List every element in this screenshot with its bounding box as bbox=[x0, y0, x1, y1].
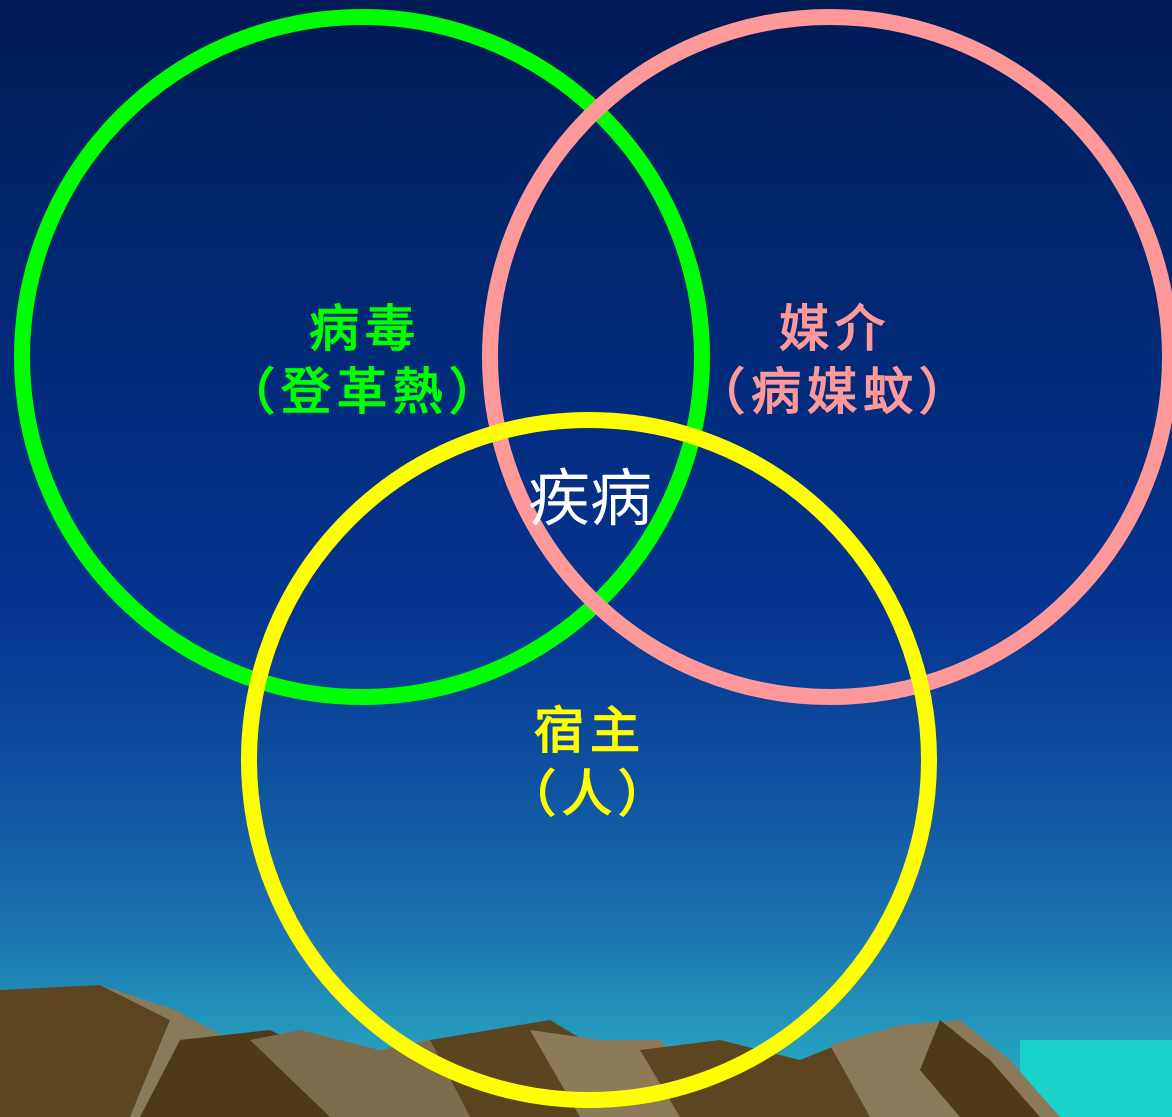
vector-circle bbox=[482, 9, 1172, 705]
host-subtitle: （人） bbox=[506, 763, 674, 823]
vector-title: 媒介 bbox=[779, 299, 891, 358]
vector-subtitle: （病媒蚊） bbox=[695, 361, 975, 421]
virus-label: 病毒 （登革熱） bbox=[185, 298, 545, 423]
disease-text: 疾病 bbox=[527, 462, 652, 535]
virus-subtitle: （登革熱） bbox=[225, 361, 505, 421]
virus-circle bbox=[14, 9, 710, 705]
host-label: 宿主 （人） bbox=[410, 700, 770, 825]
mountain-right bbox=[920, 1020, 1040, 1117]
host-title: 宿主 bbox=[534, 701, 646, 760]
virus-title: 病毒 bbox=[309, 299, 421, 358]
disease-label: 疾病 bbox=[480, 460, 700, 538]
mountain-right-center bbox=[640, 1040, 900, 1117]
mountain-left bbox=[0, 985, 170, 1117]
vector-label: 媒介 （病媒蚊） bbox=[655, 298, 1015, 423]
host-circle bbox=[241, 412, 937, 1108]
mountain-range bbox=[0, 985, 1060, 1117]
